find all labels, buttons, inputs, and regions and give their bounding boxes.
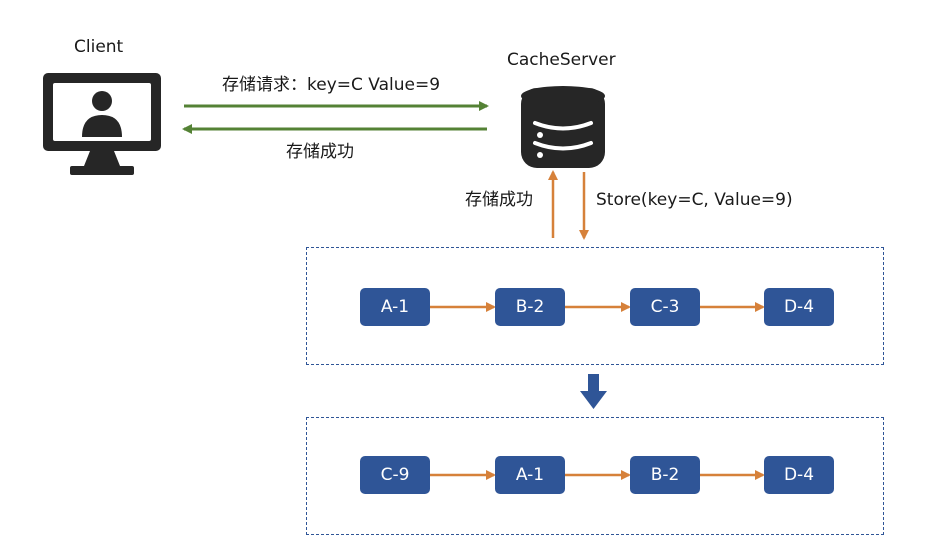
store-call-message: Store(key=C, Value=9) (596, 190, 793, 210)
before-list-container (306, 247, 884, 365)
store-response-message: 存储成功 (465, 190, 533, 210)
client-label: Client (74, 37, 124, 57)
after-node-4: D-4 (764, 456, 834, 494)
server-label: CacheServer (507, 50, 616, 70)
database-icon (521, 86, 605, 168)
before-node-1: A-1 (360, 288, 430, 326)
after-list-container (306, 417, 884, 535)
after-node-2: A-1 (495, 456, 565, 494)
request-message: 存储请求：key=C Value=9 (222, 75, 441, 95)
transform-down-arrow-icon (580, 374, 607, 409)
after-node-1: C-9 (360, 456, 430, 494)
before-node-4: D-4 (764, 288, 834, 326)
before-node-3: C-3 (630, 288, 700, 326)
client-response-message: 存储成功 (286, 142, 354, 162)
after-node-3: B-2 (630, 456, 700, 494)
before-node-2: B-2 (495, 288, 565, 326)
client-monitor-icon (43, 73, 161, 175)
